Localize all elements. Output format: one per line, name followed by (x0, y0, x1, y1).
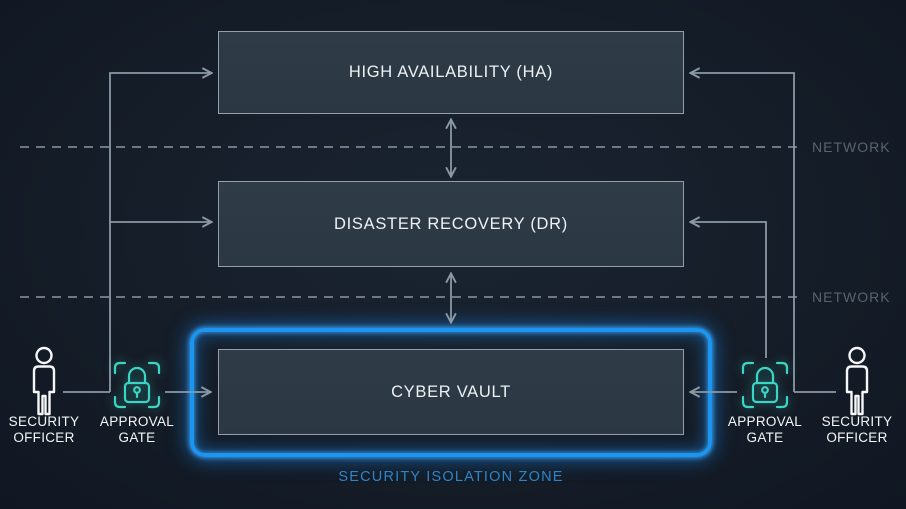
edge-left-to-ha-arrow (109, 73, 211, 392)
network-label-lower: NETWORK (812, 289, 891, 305)
edge-right-to-dr-arrow (691, 222, 767, 358)
right-security-officer-label: SECURITY OFFICER (821, 414, 893, 446)
node-high-availability: HIGH AVAILABILITY (HA) (218, 31, 684, 114)
network-label-upper: NETWORK (812, 139, 891, 155)
node-cyber-vault: CYBER VAULT (218, 349, 684, 435)
node-label-dr: DISASTER RECOVERY (DR) (334, 214, 568, 233)
person-icon (845, 346, 869, 416)
left-approval-gate-label: APPROVAL GATE (99, 414, 175, 446)
node-label-vault: CYBER VAULT (391, 382, 511, 401)
node-disaster-recovery: DISASTER RECOVERY (DR) (218, 181, 684, 267)
left-security-officer-label: SECURITY OFFICER (8, 414, 80, 446)
person-icon (32, 346, 56, 416)
security-isolation-zone-label: SECURITY ISOLATION ZONE (338, 469, 564, 485)
node-label-ha: HIGH AVAILABILITY (HA) (348, 63, 554, 81)
lock-icon (741, 361, 789, 409)
edge-right-to-ha-arrow (691, 73, 795, 392)
right-approval-gate-label: APPROVAL GATE (727, 414, 803, 446)
lock-icon (113, 361, 161, 409)
